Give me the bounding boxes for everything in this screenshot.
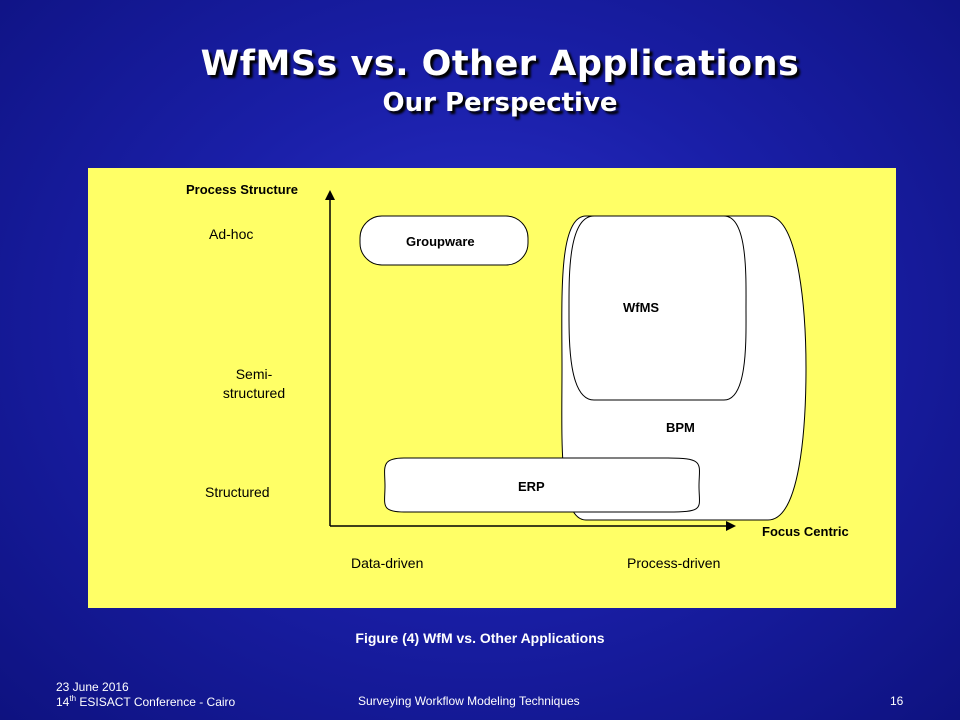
y-level-semi-structured: Semi- structured [214,366,294,401]
wfms-label: WfMS [623,300,660,315]
footer-page-number: 16 [890,694,904,708]
x-level-process-driven: Process-driven [627,555,721,571]
x-level-data-driven: Data-driven [351,555,424,571]
x-axis-label: Focus Centric [762,524,849,539]
footer-conference: 14th ESISACT Conference - Cairo [56,694,235,709]
footer-presentation-title: Surveying Workflow Modeling Techniques [358,694,580,708]
groupware-box [359,215,529,266]
erp-label: ERP [518,479,545,494]
erp-box [384,457,700,513]
y-axis-arrow-icon [325,190,335,200]
y-axis-label: Process Structure [186,182,298,197]
footer-conference-name: ESISACT Conference - Cairo [76,695,236,709]
footer-date: 23 June 2016 [56,680,129,694]
slide-title: WfMSs vs. Other Applications [200,44,800,84]
footer-conference-suffix: th [69,694,77,703]
wfms-box [568,215,747,401]
figure-caption: Figure (4) WfM vs. Other Applications [355,630,605,646]
slide-subtitle: Our Perspective [382,88,618,118]
x-axis-arrow-icon [726,521,736,531]
y-level-adhoc: Ad-hoc [209,226,254,242]
groupware-label: Groupware [406,234,475,249]
y-level-semi-line1: Semi- [235,366,273,382]
footer-conference-number: 14 [56,695,70,709]
y-level-semi-line2: structured [222,385,286,401]
bpm-label: BPM [666,420,695,435]
diagram-panel: Process Structure Ad-hoc Semi- structure… [88,168,896,608]
y-level-structured: Structured [205,484,270,500]
diagram-graphic [325,190,807,531]
